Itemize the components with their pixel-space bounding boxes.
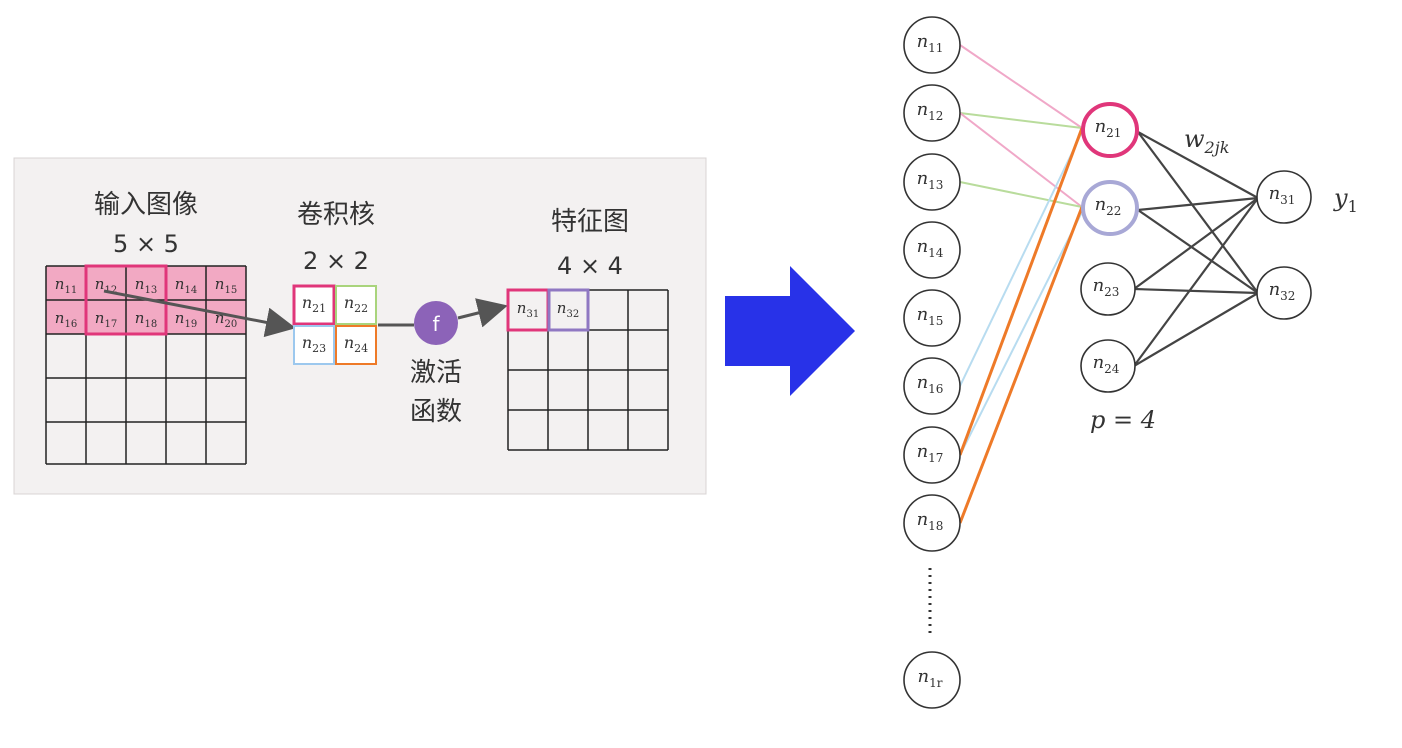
- neuron-circle: [1256, 170, 1312, 224]
- activation-symbol: f: [432, 312, 440, 336]
- weight-label: w2jk: [1184, 125, 1229, 157]
- activation-to-feature-arrow: [457, 298, 508, 328]
- activation-label-line2: 函数: [410, 397, 462, 427]
- neuron-node: n22: [1081, 180, 1139, 236]
- input-cell-label: n14: [175, 275, 197, 296]
- neuron-label: n11: [917, 31, 944, 55]
- dense-connections: [1133, 131, 1259, 367]
- hidden-layer: n21 n22 n23 n24: [1080, 102, 1139, 393]
- neuron-label: n32: [1269, 279, 1296, 303]
- neuron-node: n21: [1081, 102, 1139, 158]
- colored-connections: [958, 44, 1084, 524]
- neuron-node: n31: [1256, 170, 1312, 224]
- input-cell-label: n13: [135, 275, 157, 296]
- neuron-circle: [903, 494, 961, 552]
- neuron-label: n12: [917, 99, 944, 123]
- neuron-label: n14: [917, 236, 944, 260]
- kernel-cell-label: n24: [344, 333, 368, 355]
- input-cell-label: n17: [95, 309, 117, 330]
- neuron-label: n17: [917, 441, 944, 465]
- neuron-label: n1r: [918, 666, 943, 690]
- neuron-node: n17: [903, 426, 961, 484]
- neuron-circle: [903, 153, 961, 211]
- neuron-circle: [903, 289, 961, 347]
- neuron-circle: [903, 221, 961, 279]
- neuron-node: n23: [1080, 262, 1136, 316]
- output-layer: n31 n32: [1256, 170, 1312, 320]
- kernel-grid: n21 n22 n23 n24: [292, 284, 377, 365]
- neuron-circle: [903, 426, 961, 484]
- kernel-cell-label: n23: [302, 333, 326, 355]
- neuron-label: n21: [1095, 116, 1122, 140]
- input-to-kernel-arrow: [103, 289, 296, 338]
- input-image-grid: n11 n12 n13 n14 n15 n16 n17 n18 n19 n20: [45, 264, 247, 465]
- neuron-label: n22: [1095, 194, 1122, 218]
- neuron-circle: [1080, 262, 1136, 316]
- input-cell-label: n12: [95, 275, 117, 296]
- neuron-circle: [1080, 339, 1136, 393]
- input-cell-label: n15: [215, 275, 237, 296]
- neuron-node: n1r: [903, 651, 961, 709]
- neuron-node: n11: [903, 16, 961, 74]
- neuron-circle: [903, 84, 961, 142]
- kernel-title: 卷积核: [297, 200, 375, 230]
- input-cell-label: n11: [55, 275, 77, 296]
- feature-map-grid: n31 n32: [506, 288, 669, 451]
- neuron-node: n13: [903, 153, 961, 211]
- input-cell-label: n16: [55, 309, 77, 330]
- feature-map-title: 特征图: [551, 207, 629, 237]
- neuron-node: n24: [1080, 339, 1136, 393]
- neuron-node: n14: [903, 221, 961, 279]
- neuron-label: n31: [1269, 183, 1296, 207]
- feature-map-size: 4 × 4: [557, 252, 623, 280]
- input-image-title: 输入图像: [94, 190, 198, 220]
- input-cell-label: n19: [175, 309, 197, 330]
- neuron-label: n18: [917, 509, 944, 533]
- input-cell-label: n18: [135, 309, 157, 330]
- neuron-node: n32: [1256, 266, 1312, 320]
- neuron-circle: [903, 357, 961, 415]
- input-layer: n11 n12 n13 n14 n15 n16 n17 n18 n1r: [903, 16, 961, 709]
- neuron-circle: [1256, 266, 1312, 320]
- pooling-size-label: p = 4: [1090, 406, 1156, 434]
- neuron-label: n16: [917, 372, 944, 396]
- feature-cell-label: n31: [517, 299, 539, 320]
- activation-label-line1: 激活: [410, 358, 462, 388]
- input-receptive-field-highlight: [84, 264, 168, 336]
- neuron-circle: [903, 651, 961, 709]
- neuron-node: n16: [903, 357, 961, 415]
- neuron-label: n23: [1093, 275, 1120, 299]
- input-image-size: 5 × 5: [113, 230, 179, 258]
- feature-cell-label: n32: [557, 299, 579, 320]
- neural-network: n11 n12 n13 n14 n15 n16 n17 n18 n1r n21 n22 n23 n24…: [903, 16, 1358, 709]
- activation-function-node: [414, 301, 458, 345]
- kernel-cell-label: n21: [302, 293, 326, 315]
- input-cell-label: n20: [215, 309, 237, 330]
- neuron-circle: [903, 16, 961, 74]
- neuron-label: n24: [1093, 352, 1120, 376]
- kernel-cell-label: n22: [344, 293, 368, 315]
- neuron-label: n13: [917, 168, 944, 192]
- transform-arrow-icon: [725, 266, 855, 396]
- neuron-node: n15: [903, 289, 961, 347]
- neuron-circle: [1081, 180, 1139, 236]
- neuron-node: n12: [903, 84, 961, 142]
- neuron-node: n18: [903, 494, 961, 552]
- neuron-label: n15: [917, 304, 944, 328]
- output-label: y1: [1333, 184, 1358, 216]
- convolution-panel: 输入图像 5 × 5 卷积核 2 × 2 特征图 4 × 4: [13, 157, 707, 495]
- kernel-size: 2 × 2: [303, 247, 369, 275]
- neuron-circle: [1081, 102, 1139, 158]
